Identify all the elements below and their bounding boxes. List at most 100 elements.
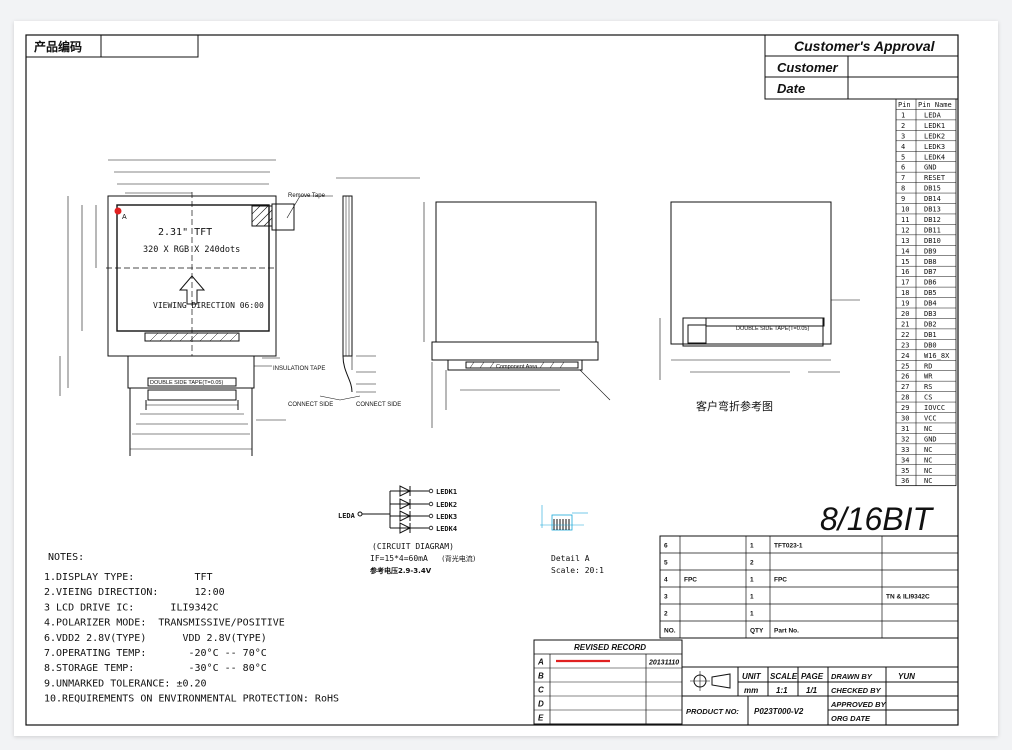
bom-cell: 1 xyxy=(750,594,754,601)
pin-name: NC xyxy=(924,477,932,485)
pin-number: 15 xyxy=(901,258,909,266)
pin-name: DB4 xyxy=(924,300,937,308)
unit-value: mm xyxy=(744,686,758,695)
pin-name: DB2 xyxy=(924,320,937,328)
detail-scale: Scale: 20:1 xyxy=(551,566,604,575)
pin-number: 33 xyxy=(901,446,909,454)
drawn-by-label: DRAWN BY xyxy=(831,672,873,681)
bom-cell: 3 xyxy=(664,594,668,601)
pin-number: 3 xyxy=(901,132,905,140)
bom-cell: FPC xyxy=(774,577,787,584)
pin-name: DB13 xyxy=(924,206,941,214)
pin-name: DB12 xyxy=(924,216,941,224)
pin-number: 27 xyxy=(901,383,909,391)
product-code-box xyxy=(25,34,199,58)
pin-header-number: Pin xyxy=(898,101,911,109)
pin-number: 35 xyxy=(901,467,909,475)
pin-name: RESET xyxy=(924,174,946,182)
front-resolution: 320 X RGB X 240dots xyxy=(143,245,240,255)
pin-number: 9 xyxy=(901,195,905,203)
circuit-caption: (CIRCUIT DIAGRAM) xyxy=(372,542,454,551)
org-date-label: ORG DATE xyxy=(831,714,871,723)
pin-number: 16 xyxy=(901,268,909,276)
pin-name: DB8 xyxy=(924,258,937,266)
pin-number: 1 xyxy=(901,111,905,119)
pin-name: LEDA xyxy=(924,111,942,119)
approval-title: Customer's Approval xyxy=(794,38,936,54)
pin-number: 26 xyxy=(901,373,909,381)
pin-number: 12 xyxy=(901,226,909,234)
ledk-terminal xyxy=(428,501,434,507)
pin-number: 14 xyxy=(901,247,909,255)
pin-number: 36 xyxy=(901,477,909,485)
pin-name: DB3 xyxy=(924,310,937,318)
product-no-value: P023T000-V2 xyxy=(754,707,804,716)
pin-name: NC xyxy=(924,467,932,475)
pin-number: 20 xyxy=(901,310,909,318)
bom-cell: 2 xyxy=(750,560,754,567)
pin-number: 32 xyxy=(901,435,909,443)
revised-letter: D xyxy=(538,700,544,709)
note-line: 4.POLARIZER MODE: TRANSMISSIVE/POSITIVE xyxy=(44,618,285,629)
ledk-terminal xyxy=(428,525,434,531)
remove-tape-label: Remove Tape xyxy=(288,193,326,199)
bom-cell: TFT023-1 xyxy=(774,543,803,550)
circuit-current-note: (背光电流) xyxy=(442,554,476,563)
front-marker-a: A xyxy=(122,214,127,221)
pin-name: DB9 xyxy=(924,247,937,255)
bom-cell: 1 xyxy=(750,611,754,618)
pin-name: DB15 xyxy=(924,185,941,193)
pin-number: 34 xyxy=(901,456,909,464)
note-line: 2.VIEING DIRECTION: 12:00 xyxy=(44,587,225,598)
pin-name: GND xyxy=(924,164,937,172)
ledk-label: LEDK2 xyxy=(436,501,457,509)
note-line: 1.DISPLAY TYPE: TFT xyxy=(44,572,213,583)
front-view xyxy=(59,159,333,456)
note-line: 6.VDD2 2.8V(TYPE) VDD 2.8V(TYPE) xyxy=(44,633,267,644)
pin-header-name: Pin Name xyxy=(918,101,952,109)
ledk-label: LEDK4 xyxy=(436,525,457,533)
customer-approval-box: Customer's Approval Customer Date xyxy=(764,34,959,100)
revised-letter: E xyxy=(538,714,544,723)
pin-number: 8 xyxy=(901,185,905,193)
note-line: 10.REQUIREMENTS ON ENVIRONMENTAL PROTECT… xyxy=(44,694,339,705)
pin-name: DB0 xyxy=(924,341,937,349)
note-line: 3 LCD DRIVE IC: ILI9342C xyxy=(44,602,219,613)
pin-number: 6 xyxy=(901,164,905,172)
pin-number: 31 xyxy=(901,425,909,433)
pin-table-frame xyxy=(895,98,957,487)
circuit-voltage: 参考电压2.9-3.4V xyxy=(370,566,432,575)
revised-letter: B xyxy=(538,672,544,681)
bom-cell: QTY xyxy=(750,628,764,635)
approval-date-label: Date xyxy=(777,81,805,96)
approved-by-label: APPROVED BY xyxy=(830,700,887,709)
pin-name: DB7 xyxy=(924,268,937,276)
side-connect-side: CONNECT SIDE xyxy=(356,402,401,408)
insulation-tape-label: INSULATION TAPE xyxy=(273,366,325,372)
pin-name: DB1 xyxy=(924,331,937,339)
front-viewing-direction: VIEWING DIRECTION 06:00 xyxy=(153,301,264,310)
bom-cell: 4 xyxy=(664,577,668,584)
circuit-current: IF=15*4=60mA xyxy=(370,554,428,563)
pin-name: GND xyxy=(924,435,937,443)
pin-name: WR xyxy=(924,373,933,381)
pin-number: 30 xyxy=(901,415,909,423)
title-block xyxy=(681,666,959,726)
pin-number: 2 xyxy=(901,122,905,130)
pin-number: 22 xyxy=(901,331,909,339)
revised-letter: C xyxy=(538,686,544,695)
pin-name: LEDK4 xyxy=(924,153,945,161)
unit-label: UNIT xyxy=(742,672,762,681)
pin-number: 28 xyxy=(901,394,909,402)
product-code-label: 产品编码 xyxy=(34,39,82,54)
pin-number: 11 xyxy=(901,216,909,224)
pin-name: NC xyxy=(924,425,932,433)
pin-number: 21 xyxy=(901,320,909,328)
back-view xyxy=(423,201,611,428)
front-title: 2.31" TFT xyxy=(158,227,212,238)
pin-name: RS xyxy=(924,383,932,391)
pin-number: 23 xyxy=(901,341,909,349)
